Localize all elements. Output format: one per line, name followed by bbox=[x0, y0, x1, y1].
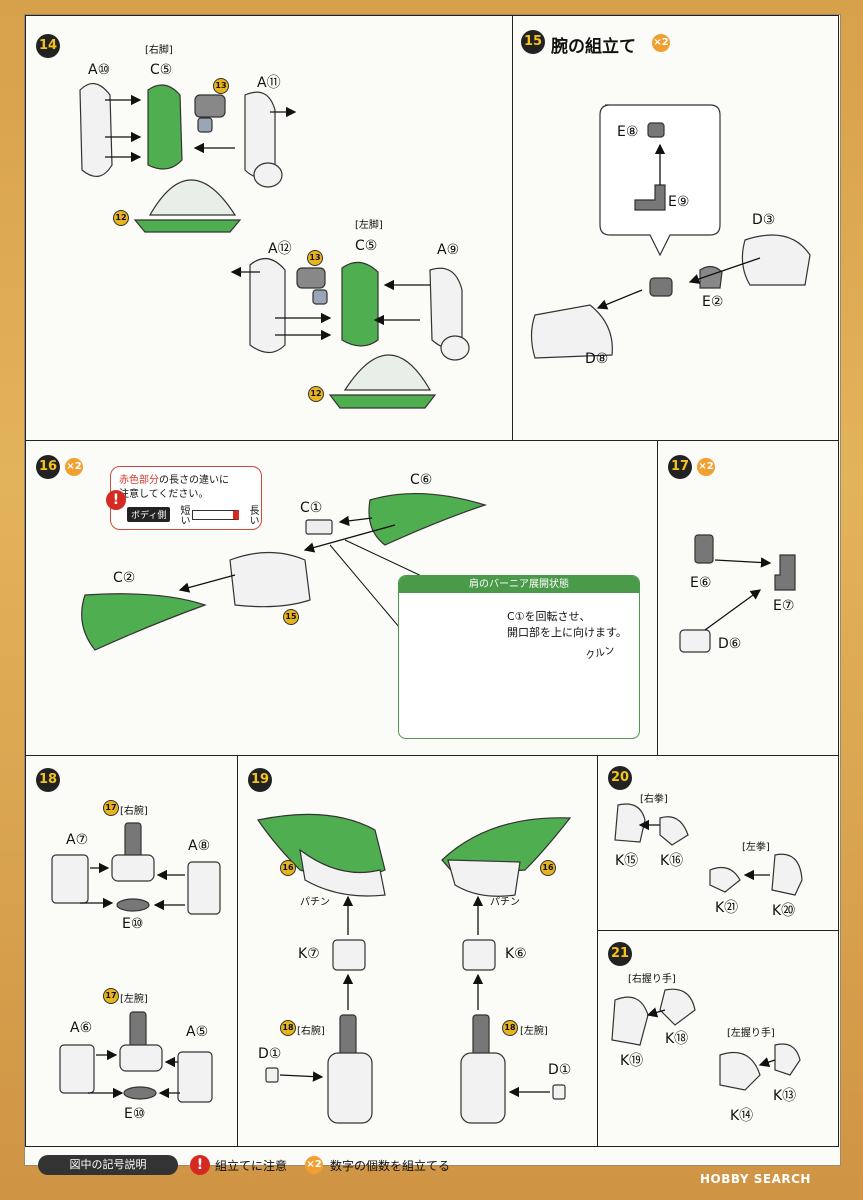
step-ref-badge: 16 bbox=[280, 860, 296, 876]
warning-icon: ! bbox=[106, 490, 126, 510]
step-ref-badge: 17 bbox=[103, 988, 119, 1004]
short-label: 短い bbox=[178, 505, 189, 525]
caution-line-2: 注意してください。 bbox=[119, 489, 209, 500]
part-label: C① bbox=[300, 500, 323, 516]
legend-x2-text: 数字の個数を組立てる bbox=[330, 1159, 451, 1173]
part-label: K⑦ bbox=[298, 946, 320, 962]
part-label: A⑨ bbox=[437, 242, 460, 258]
step-19-badge: 19 bbox=[248, 768, 272, 792]
step-ref-badge: 13 bbox=[307, 250, 323, 266]
part-label: K⑳ bbox=[772, 903, 796, 919]
step-ref-badge: 17 bbox=[103, 800, 119, 816]
step-14-badge: 14 bbox=[36, 34, 60, 58]
step-ref-badge: 18 bbox=[280, 1020, 296, 1036]
part-label: K⑮ bbox=[615, 853, 639, 869]
part-label: A⑩ bbox=[88, 62, 111, 78]
caution-line-1: 赤色部分の長さの違いに bbox=[119, 471, 229, 486]
step-17-badge: 17 bbox=[668, 455, 692, 479]
part-label: E⑦ bbox=[773, 598, 795, 614]
x2-icon: ×2 bbox=[652, 34, 670, 52]
part-label: K⑬ bbox=[773, 1088, 797, 1104]
step-ref-badge: 13 bbox=[213, 78, 229, 94]
part-label: D③ bbox=[752, 212, 776, 228]
part-label: A⑪ bbox=[257, 75, 281, 91]
right-grip-label: [右握り手] bbox=[628, 974, 676, 985]
x2-icon: ×2 bbox=[305, 1156, 323, 1174]
step-ref-badge: 12 bbox=[113, 210, 129, 226]
part-label: E⑩ bbox=[124, 1106, 146, 1122]
x2-icon: ×2 bbox=[697, 458, 715, 476]
caution-red-text: 赤色部分 bbox=[119, 475, 159, 486]
part-label: K⑯ bbox=[660, 853, 684, 869]
watermark: HOBBY SEARCH bbox=[700, 1172, 811, 1186]
part-label: A⑦ bbox=[66, 832, 89, 848]
step-21-badge: 21 bbox=[608, 942, 632, 966]
part-label: K⑥ bbox=[505, 946, 527, 962]
part-label: C⑤ bbox=[150, 62, 173, 78]
length-gauge bbox=[192, 510, 239, 520]
part-label: C⑥ bbox=[410, 472, 433, 488]
caution-text: の長さの違いに bbox=[159, 475, 229, 486]
left-arm-label: [左腕] bbox=[120, 994, 148, 1005]
part-label: D⑧ bbox=[585, 351, 609, 367]
vernier-inset: 肩のバーニア展開状態 C①を回転させ、 開口部を上に向けます。 クルン bbox=[398, 575, 640, 739]
step-ref-badge: 15 bbox=[283, 609, 299, 625]
step-ref-badge: 18 bbox=[502, 1020, 518, 1036]
body-side-tag: ボディ側 bbox=[127, 507, 171, 522]
part-label: K⑭ bbox=[730, 1108, 754, 1124]
part-label: A⑫ bbox=[268, 241, 292, 257]
left-leg-label: [左脚] bbox=[355, 220, 383, 231]
step-16-badge: 16 bbox=[36, 455, 60, 479]
legend-warn-text: 組立てに注意 bbox=[215, 1159, 288, 1173]
step-15-badge: 15 bbox=[521, 30, 545, 54]
inset-text-2: 開口部を上に向けます。 bbox=[507, 626, 627, 639]
right-arm-label: [右腕] bbox=[120, 806, 148, 817]
left-arm-label: [左腕] bbox=[520, 1026, 548, 1037]
snap-sfx: パチン bbox=[300, 897, 330, 908]
legend-title: 図中の記号説明 bbox=[38, 1155, 178, 1175]
inset-text-1: C①を回転させ、 bbox=[507, 610, 591, 623]
right-fist-label: [右拳] bbox=[640, 794, 668, 805]
part-label: E⑩ bbox=[122, 916, 144, 932]
part-label: A⑧ bbox=[188, 838, 211, 854]
part-label: K⑱ bbox=[665, 1031, 689, 1047]
step-20-badge: 20 bbox=[608, 766, 632, 790]
right-leg-label: [右脚] bbox=[145, 45, 173, 56]
inset-title: 肩のバーニア展開状態 bbox=[399, 576, 639, 593]
long-label: 長い bbox=[247, 505, 258, 525]
warning-icon: ! bbox=[190, 1155, 210, 1175]
part-label: C⑤ bbox=[355, 238, 378, 254]
rotate-sfx: クルン bbox=[584, 645, 616, 662]
part-label: D① bbox=[548, 1062, 572, 1078]
part-label: E② bbox=[702, 294, 724, 310]
part-label: E⑥ bbox=[690, 575, 712, 591]
part-label: K㉑ bbox=[715, 900, 739, 916]
left-fist-label: [左拳] bbox=[742, 842, 770, 853]
step-18-badge: 18 bbox=[36, 768, 60, 792]
part-label: D① bbox=[258, 1046, 282, 1062]
panel-step-14 bbox=[25, 15, 514, 442]
step-ref-badge: 12 bbox=[308, 386, 324, 402]
part-label: K⑲ bbox=[620, 1053, 644, 1069]
left-grip-label: [左握り手] bbox=[727, 1028, 775, 1039]
right-arm-label: [右腕] bbox=[297, 1026, 325, 1037]
part-label: C② bbox=[113, 570, 136, 586]
snap-sfx: パチン bbox=[490, 897, 520, 908]
panel-step-21 bbox=[597, 930, 839, 1147]
part-label: A⑤ bbox=[186, 1024, 209, 1040]
part-label: E⑨ bbox=[668, 194, 690, 210]
panel-step-20 bbox=[597, 755, 839, 932]
x2-icon: ×2 bbox=[65, 458, 83, 476]
part-label: A⑥ bbox=[70, 1020, 93, 1036]
part-label: D⑥ bbox=[718, 636, 742, 652]
step-15-title: 腕の組立て bbox=[551, 37, 636, 57]
part-label: E⑧ bbox=[617, 124, 639, 140]
step-ref-badge: 16 bbox=[540, 860, 556, 876]
